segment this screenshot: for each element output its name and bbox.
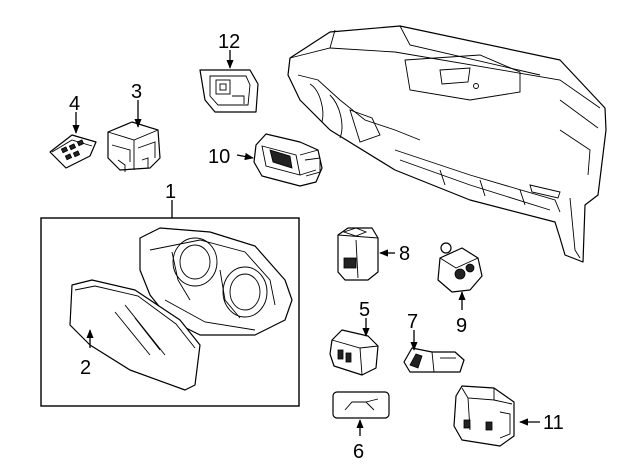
switch-7-part	[403, 330, 465, 373]
switch-panel-part	[199, 50, 259, 113]
callout-2: 2	[80, 357, 91, 379]
switch-block-part	[107, 100, 161, 172]
key-fob-part	[49, 112, 97, 169]
instrument-cluster-group	[40, 200, 300, 407]
callout-9: 9	[456, 315, 467, 337]
cluster-lens-part	[69, 279, 201, 391]
trunk-release-part	[332, 391, 390, 436]
callout-4: 4	[69, 93, 80, 115]
switch-8-part	[337, 227, 395, 281]
callout-11: 11	[543, 412, 564, 434]
dashboard-assembly	[287, 25, 607, 263]
switch-9-part	[437, 242, 483, 310]
callout-12: 12	[218, 31, 240, 53]
callout-10: 10	[208, 146, 230, 168]
hazard-switch-part	[236, 133, 323, 187]
callout-7: 7	[407, 311, 418, 333]
callout-3: 3	[131, 81, 142, 103]
callout-8: 8	[399, 243, 410, 265]
switch-11-part	[453, 385, 540, 447]
callout-6: 6	[353, 441, 364, 463]
switch-5-part	[329, 318, 379, 376]
callout-5: 5	[359, 299, 370, 321]
instrument-cluster-part	[139, 227, 293, 336]
callout-1: 1	[165, 181, 176, 203]
cluster-group-frame	[40, 217, 300, 407]
